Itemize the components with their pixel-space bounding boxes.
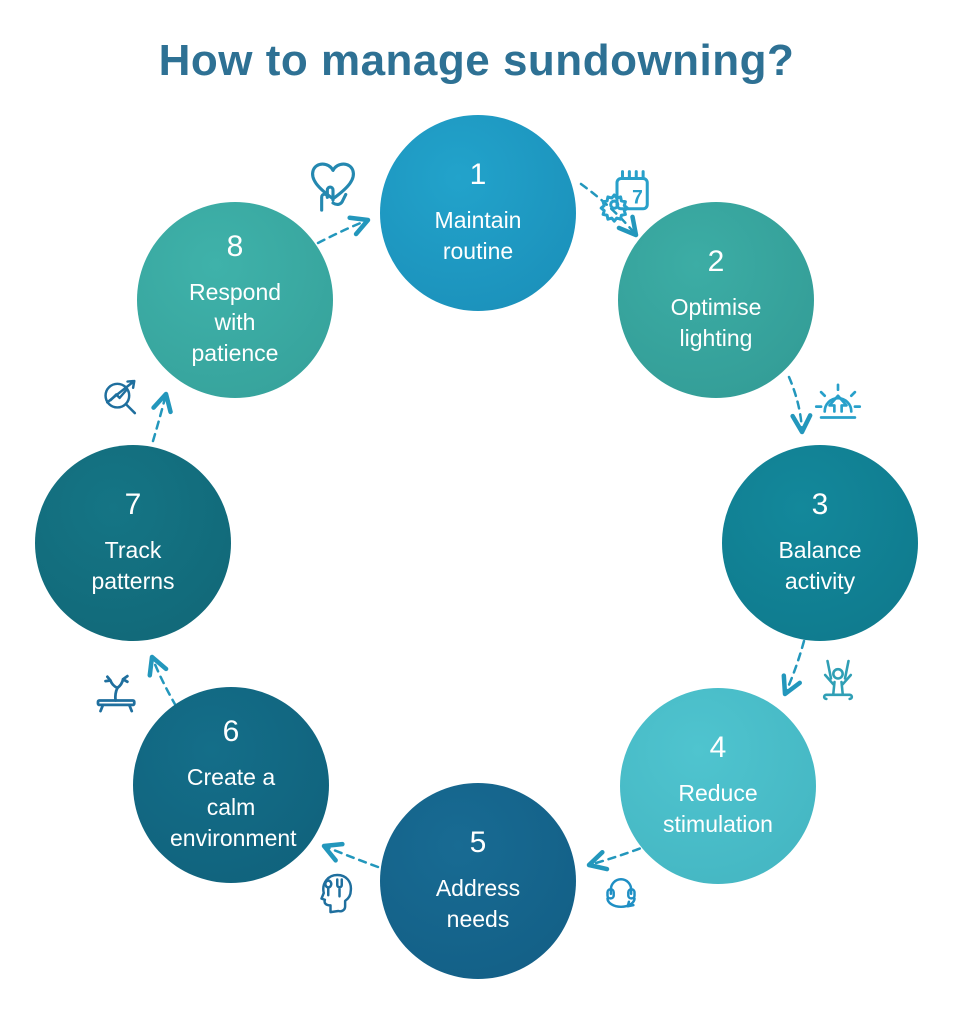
plant-table-icon: [88, 658, 148, 718]
head-fork-icon: [308, 866, 362, 920]
step-number: 1: [469, 158, 487, 192]
step-label: Maintain routine: [434, 207, 522, 264]
step-circle-7: 7 Track patterns: [35, 445, 231, 641]
arrow-2-to-3: [787, 375, 813, 435]
hands-holding-heart-icon: [299, 152, 367, 220]
svg-text:7: 7: [632, 187, 643, 208]
step-label: Track patterns: [91, 537, 175, 594]
step-number: 6: [222, 714, 240, 748]
person-swing-icon: [810, 654, 866, 710]
magnifier-trend-icon: [96, 372, 150, 426]
step-label: Optimise lighting: [670, 294, 762, 351]
step-circle-6: 6 Create a calm environment: [133, 687, 329, 883]
page-title: How to manage sundowning?: [158, 36, 795, 85]
step-label: Create a calm environment: [170, 763, 297, 851]
step-label: Balance activity: [778, 537, 862, 594]
arrow-3-to-4: [781, 639, 806, 697]
arrow-5-to-6: [321, 841, 380, 869]
arrow-8-to-1: [316, 215, 371, 245]
step-circle-2: 2 Optimise lighting: [618, 202, 814, 398]
step-circle-5: 5 Address needs: [380, 783, 576, 979]
step-circle-1: 1 Maintain routine: [380, 115, 576, 311]
step-number: 7: [124, 488, 142, 522]
step-number: 8: [226, 229, 244, 263]
step-number: 3: [811, 488, 829, 522]
step-number: 5: [469, 826, 487, 860]
arrow-7-to-8: [151, 391, 173, 443]
sunrise-arrow-icon: [809, 374, 867, 432]
step-number: 4: [709, 731, 727, 765]
arrow-6-to-7: [147, 654, 178, 708]
step-circle-3: 3 Balance activity: [722, 445, 918, 641]
step-circle-8: 8 Respond with patience: [137, 202, 333, 398]
step-label: Reduce stimulation: [663, 780, 773, 837]
calendar-gear-icon: 7: [595, 162, 661, 228]
step-number: 2: [707, 245, 725, 279]
step-circle-4: 4 Reduce stimulation: [620, 688, 816, 884]
step-label: Address needs: [435, 875, 521, 932]
step-label: Respond with patience: [188, 278, 282, 366]
headphones-cycle-icon: [594, 868, 648, 922]
